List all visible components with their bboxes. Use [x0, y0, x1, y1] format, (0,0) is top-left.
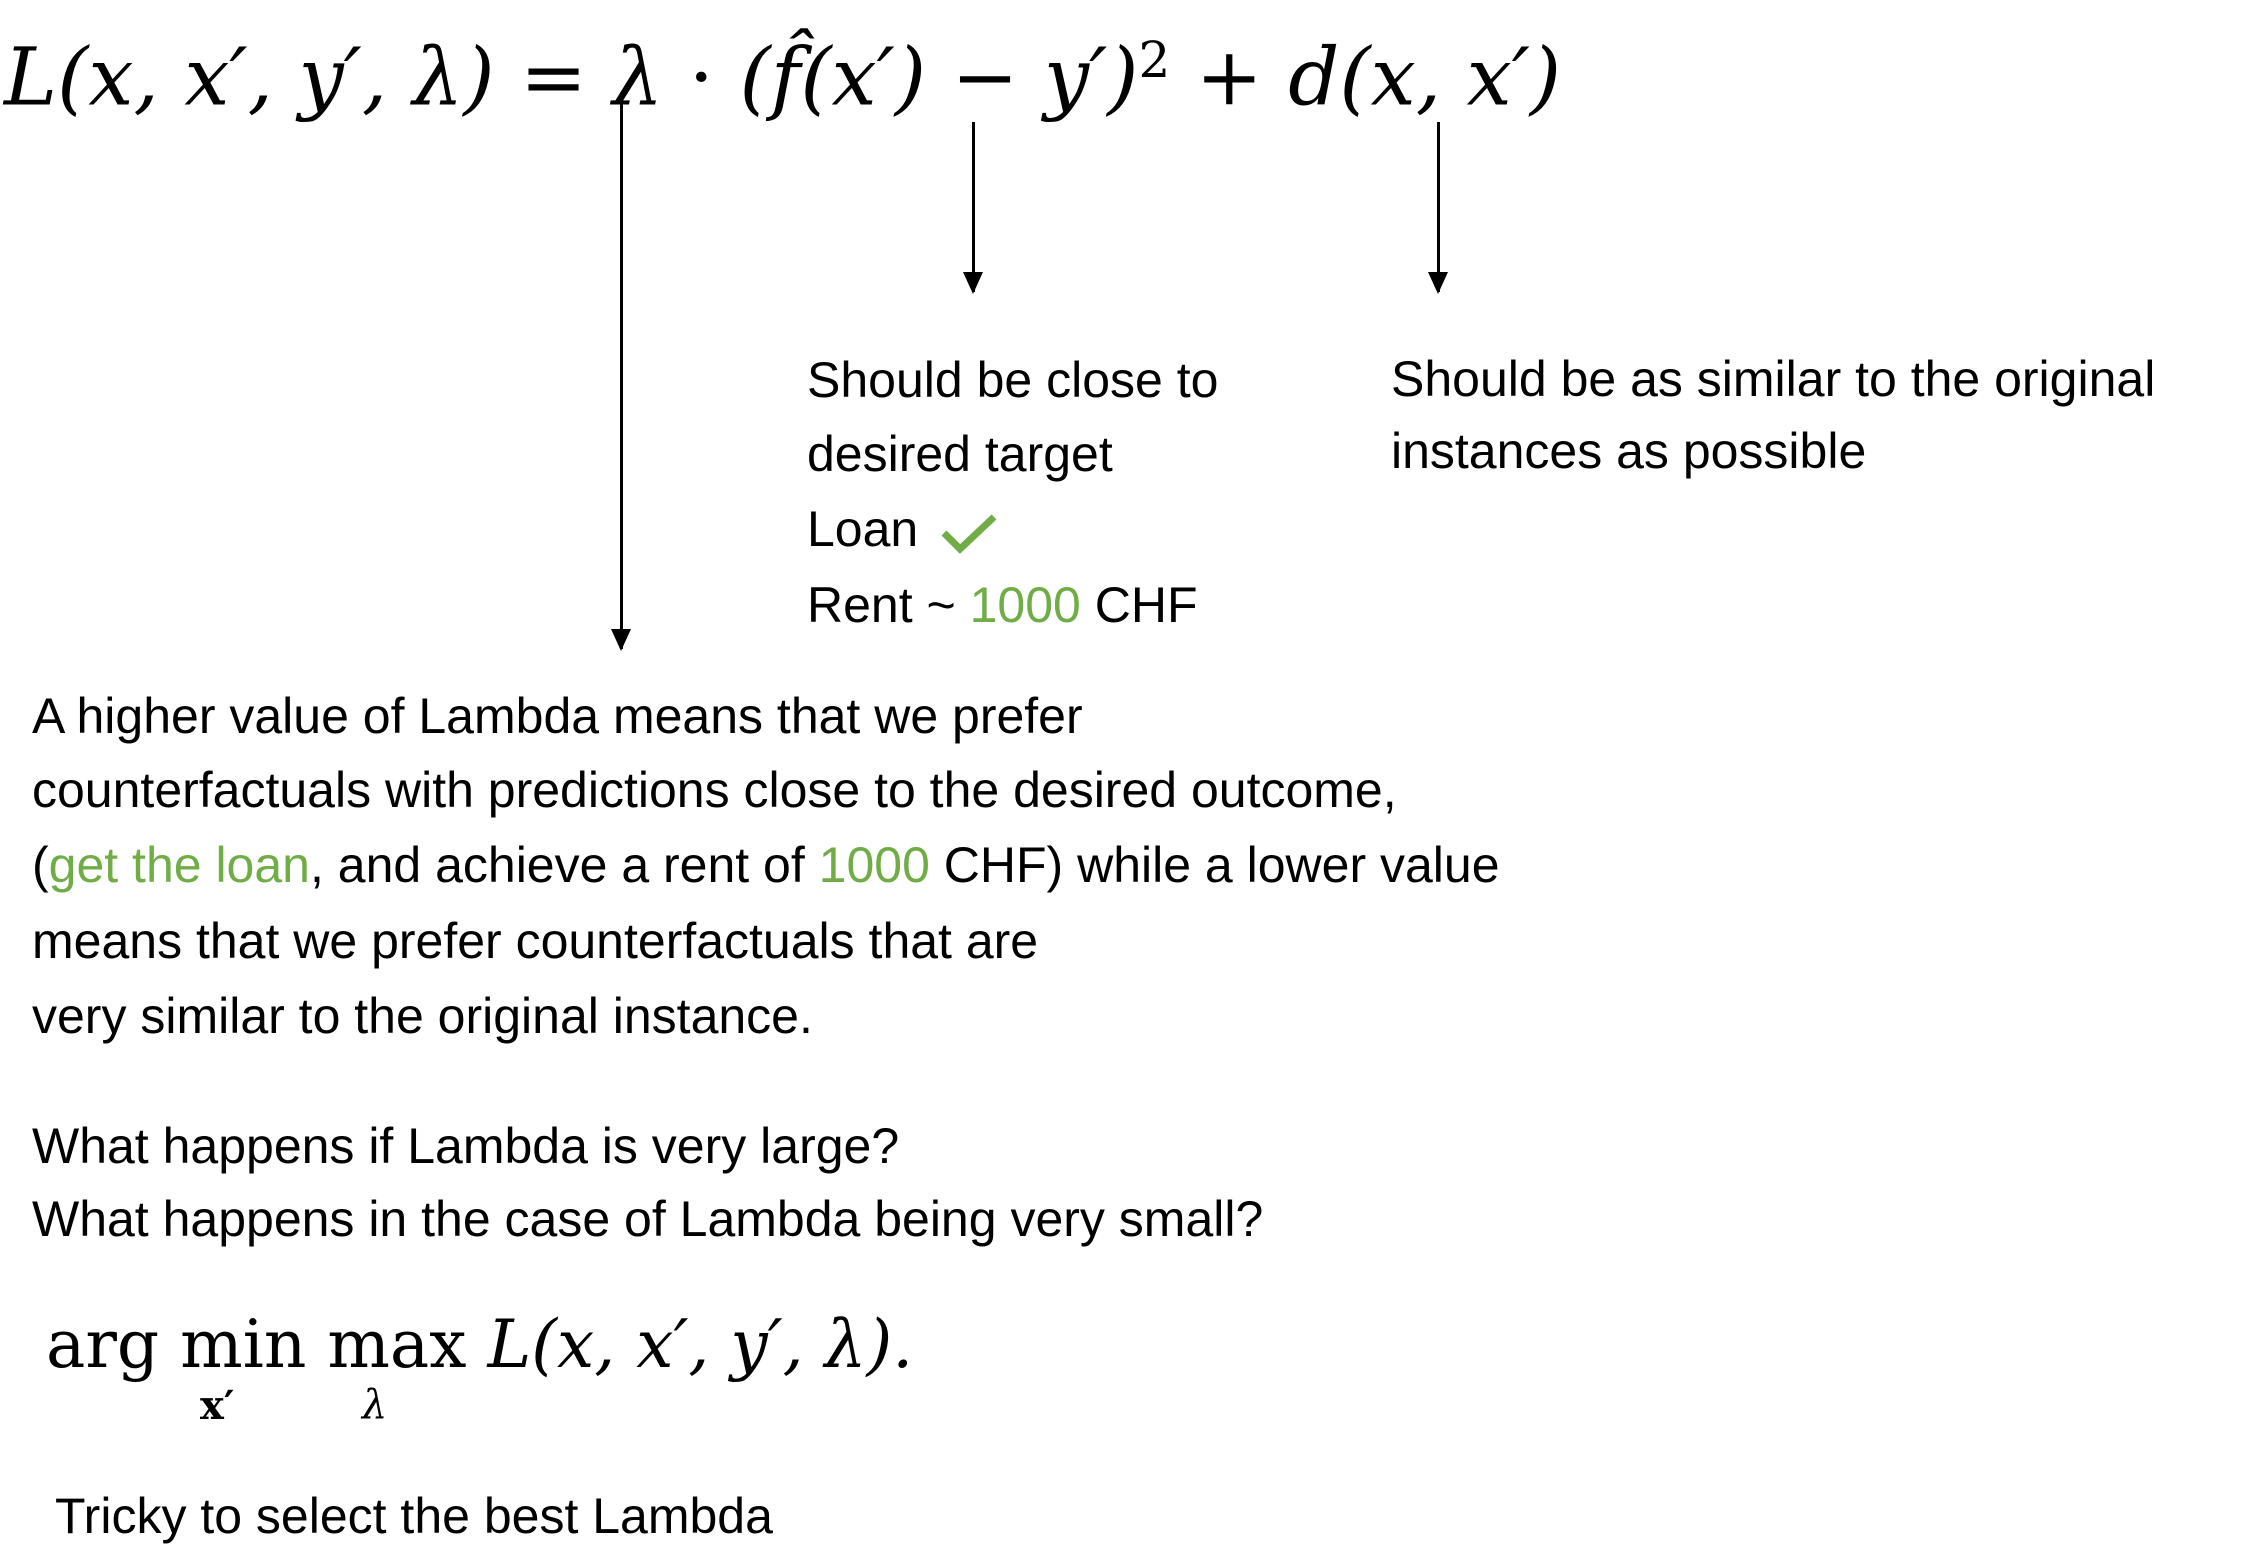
- highlight-get-loan: get the loan: [48, 837, 310, 893]
- explanation-line5: very similar to the original instance.: [32, 988, 813, 1044]
- equals-sign: =: [520, 30, 588, 124]
- rent-line: Rent ~ 1000 CHF: [807, 575, 1198, 635]
- dot-operator: ·: [688, 30, 715, 124]
- min-operator: min: [180, 1306, 307, 1383]
- arrow-prediction: [963, 122, 983, 294]
- loss-equation: L(x, x′, y′, λ) = λ · (f̂(x′) − y′)2 + d…: [4, 0, 1561, 138]
- loan-line: Loan: [807, 499, 998, 559]
- max-subscript: λ: [362, 1382, 388, 1428]
- similarity-annotation-line2: instances as possible: [1391, 423, 1867, 479]
- equation-lhs: L(x, x′, y′, λ): [4, 30, 495, 124]
- rent-value: 1000: [969, 577, 1081, 633]
- explanation-line4: means that we prefer counterfactuals tha…: [32, 913, 1039, 969]
- objective-equation: arg min max L(x, x′, y′, λ).: [46, 1300, 913, 1390]
- text: CHF) while a lower value: [929, 837, 1500, 893]
- text: , and achieve a rent of: [309, 837, 819, 893]
- highlight-1000: 1000: [818, 837, 930, 893]
- plus-sign: +: [1195, 30, 1263, 124]
- rent-prefix: Rent ~: [807, 577, 970, 633]
- arg-operator: arg: [46, 1306, 160, 1383]
- similarity-annotation-line1: Should be as similar to the original: [1391, 351, 2156, 407]
- checkmark-icon: [941, 514, 997, 554]
- footer-note: Tricky to select the best Lambda: [55, 1488, 773, 1544]
- objective-expression: L(x, x′, y′, λ).: [487, 1306, 914, 1383]
- question-large-lambda: What happens if Lambda is very large?: [32, 1118, 900, 1174]
- explanation-line1: A higher value of Lambda means that we p…: [32, 688, 1083, 744]
- target-annotation-line2: desired target: [807, 426, 1113, 482]
- explanation-line3: (get the loan, and achieve a rent of 100…: [32, 835, 1500, 895]
- rent-unit: CHF: [1080, 577, 1198, 633]
- arrow-distance: [1428, 122, 1448, 294]
- arrow-lambda: [611, 101, 631, 651]
- target-annotation-line1: Should be close to: [807, 352, 1219, 408]
- min-subscript: x′: [200, 1382, 235, 1429]
- paren: (: [32, 837, 49, 893]
- distance-term: d(x, x′): [1288, 30, 1562, 124]
- question-small-lambda: What happens in the case of Lambda being…: [32, 1191, 1264, 1247]
- square-exponent: 2: [1138, 31, 1171, 89]
- max-operator: max: [327, 1306, 467, 1383]
- explanation-line2: counterfactuals with predictions close t…: [32, 762, 1397, 818]
- loan-label: Loan: [807, 501, 919, 557]
- prediction-term: (f̂(x′) − y′): [739, 30, 1139, 124]
